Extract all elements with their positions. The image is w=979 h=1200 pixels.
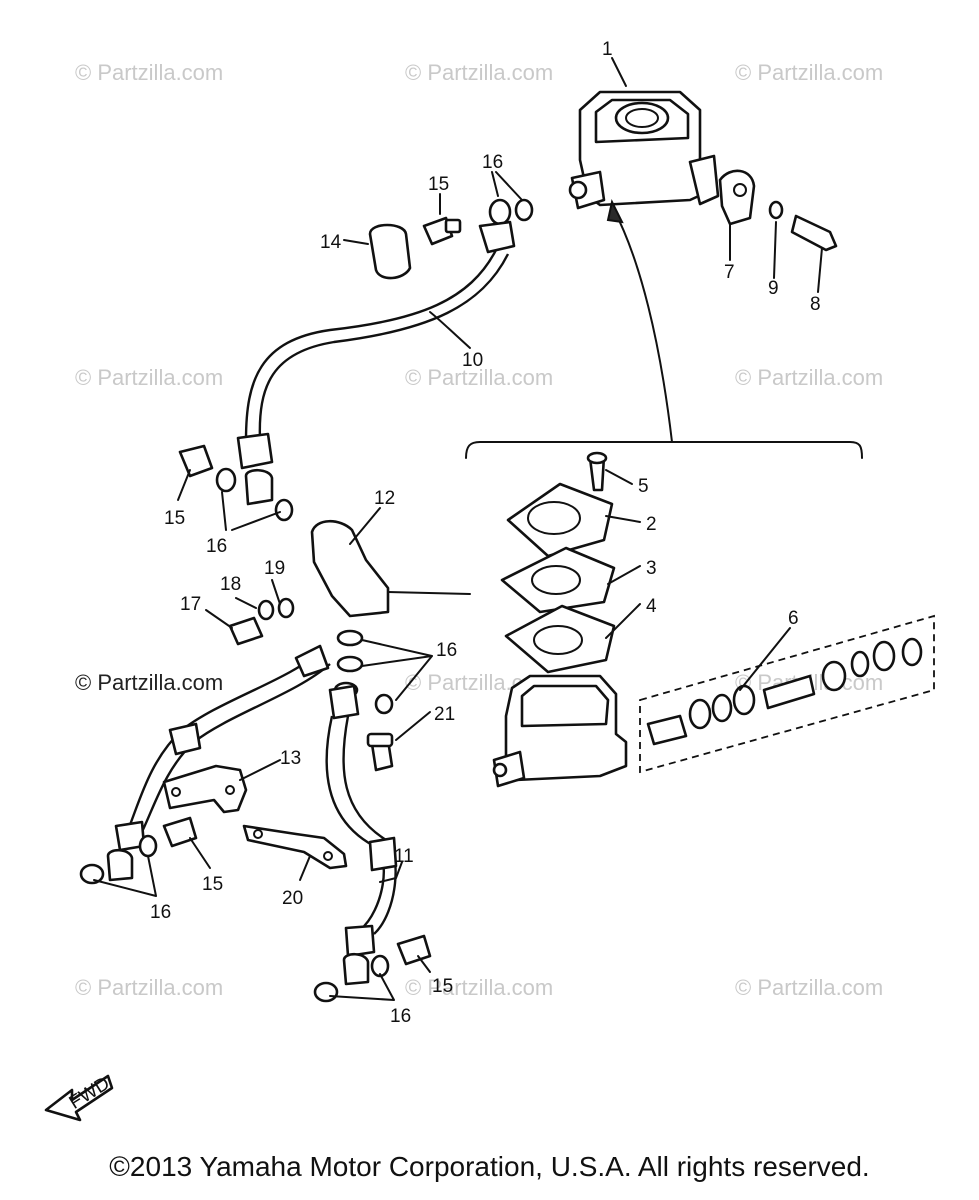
hose-fitting [328,684,360,720]
callout-15: 15 [432,976,453,997]
bolt-21-head [366,732,394,748]
washer-19 [277,597,295,619]
watermark: © Partzilla.com [735,975,883,1000]
washer-18 [257,599,275,621]
callout-20: 20 [282,888,303,909]
diaphragm-4 [504,604,616,674]
callout-16: 16 [436,640,457,661]
banjo-bolt [162,816,198,848]
watermark: © Partzilla.com [75,60,223,85]
reservoir-cap-2 [506,482,614,558]
callout-6: 6 [788,608,799,629]
hose-fitting [344,924,376,958]
washer-16 [514,198,534,222]
watermark: © Partzilla.com [405,60,553,85]
kit-outline [639,614,935,774]
banjo-union [342,952,370,986]
callout-17: 17 [180,594,201,615]
callout-2: 2 [646,514,657,535]
callout-10: 10 [462,350,483,371]
callout-13: 13 [280,748,301,769]
washer-9 [768,200,784,220]
watermark: © Partzilla.com [405,365,553,390]
master-cylinder-body [492,674,628,788]
callout-12: 12 [374,488,395,509]
callouts: 1 15 16 14 7 9 8 10 5 2 3 4 6 12 15 16 1… [150,39,821,1027]
arrow-head [606,199,624,224]
banjo-bolt-top [422,216,462,246]
callout-16: 16 [150,902,171,923]
watermark: © Partzilla.com [405,975,553,1000]
bolt-17 [228,616,264,646]
washer-16 [79,863,105,885]
callout-16: 16 [390,1006,411,1027]
washer-16 [336,655,364,673]
callout-15: 15 [164,508,185,529]
hose-10 [244,249,498,441]
callout-15: 15 [202,874,223,895]
hose-10-inner [258,253,510,441]
callout-8: 8 [810,294,821,315]
callout-1: 1 [602,39,613,60]
diaphragm-plate-3 [500,546,616,614]
callout-4: 4 [646,596,657,617]
washer-16 [313,981,339,1003]
callout-3: 3 [646,558,657,579]
cap-14 [368,223,412,280]
callout-7: 7 [724,262,735,283]
watermark: © Partzilla.com [735,60,883,85]
watermark: © Partzilla.com [735,365,883,390]
callout-5: 5 [638,476,649,497]
washer-16 [336,629,364,647]
washer-16 [274,498,294,522]
handlebar-clamp [718,169,756,226]
watermark: © Partzilla.com [75,365,223,390]
washer-16 [374,693,394,715]
callout-18: 18 [220,574,241,595]
master-cylinder [568,90,720,210]
piston-kit-6 [646,637,923,746]
callout-21: 21 [434,704,455,725]
bolt-8 [790,214,838,252]
screw-5-head [586,451,608,465]
callout-9: 9 [768,278,779,299]
fwd-arrow-icon: FWD [44,1073,114,1122]
watermarks: © Partzilla.com © Partzilla.com © Partzi… [75,60,883,1000]
callout-15: 15 [428,174,449,195]
hose-fitting [294,644,330,678]
washer-16 [215,467,237,493]
callout-19: 19 [264,558,285,579]
washer-16 [138,834,158,858]
assembly-bracket [465,441,863,459]
assembly-arrow [613,209,673,443]
callout-14: 14 [320,232,342,253]
joint-12 [310,519,390,618]
leader-lines [93,57,823,1001]
washer-16 [488,198,512,226]
hose-fitting [168,722,202,756]
watermark: © Partzilla.com [75,975,223,1000]
banjo-union [106,848,134,882]
callout-16: 16 [206,536,227,557]
banjo-bolt [178,444,214,478]
hose-fitting [478,220,516,254]
callout-11: 11 [394,846,414,867]
banjo-bolt [396,934,432,966]
copyright-notice: ©2013 Yamaha Motor Corporation, U.S.A. A… [109,1151,870,1182]
bracket-20 [242,824,348,870]
callout-16: 16 [482,152,503,173]
banjo-union [244,468,274,506]
bracket-13 [162,764,248,814]
watermark: © Partzilla.com [75,670,223,695]
hose-fitting [368,836,398,872]
hose-fitting [236,432,274,470]
